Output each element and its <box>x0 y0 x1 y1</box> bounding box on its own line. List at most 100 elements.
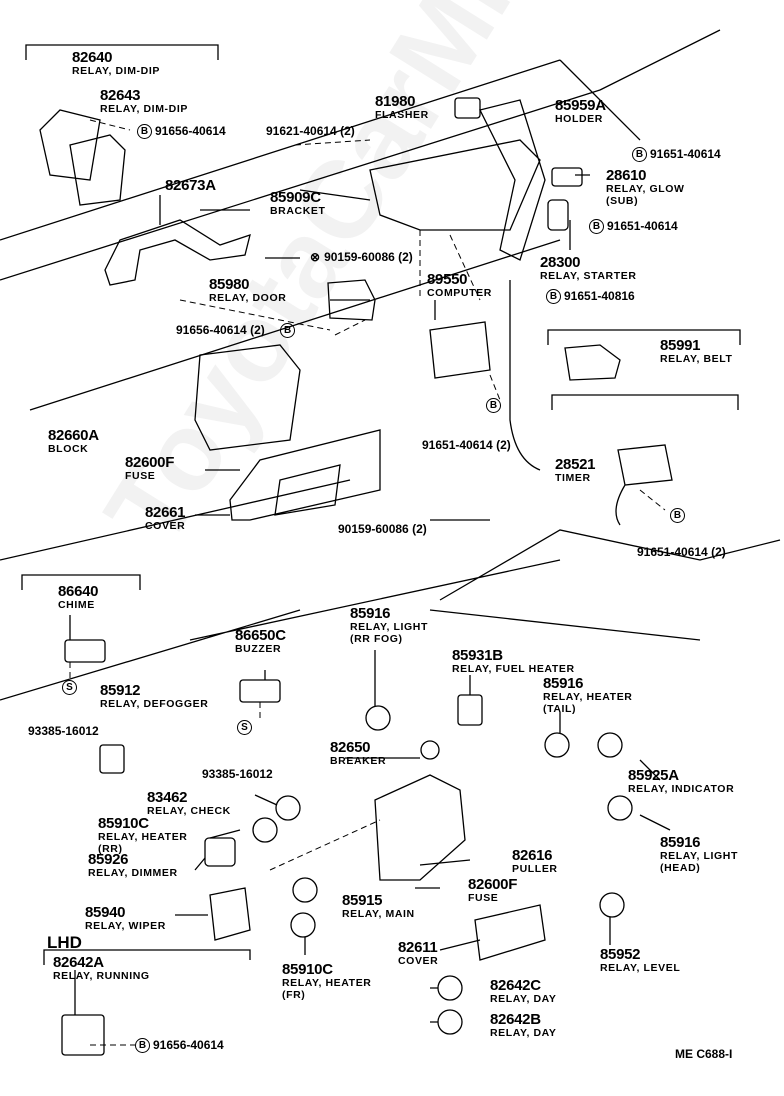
buzzer-shape <box>239 679 281 703</box>
relay-light-head-shape <box>607 795 633 821</box>
flasher-shape <box>454 97 481 119</box>
bolt-b-icon: B <box>632 147 647 163</box>
fastener-91656-40614-2[interactable]: 91656-40614 (2) B <box>176 323 298 339</box>
computer-89550-shape <box>429 321 491 379</box>
part-label-85940[interactable]: 85940 RELAY, WIPER <box>85 904 166 932</box>
relay-level-shape <box>599 892 625 918</box>
relay-day-b-shape <box>437 1009 463 1035</box>
diagram-code: ME C688-I <box>675 1047 733 1061</box>
bracket-85909C-shape <box>369 99 546 261</box>
part-label-85916-tail[interactable]: 85916 RELAY, HEATER (TAIL) <box>543 675 633 715</box>
group-bracket-85991 <box>547 329 741 345</box>
block-82660A-shape <box>194 344 301 451</box>
relay-running-shape <box>61 1014 105 1056</box>
bolt-b-icon: B <box>486 398 501 414</box>
part-label-85916-rr-fog[interactable]: 85916 RELAY, LIGHT (RR FOG) <box>350 605 428 645</box>
relay-defogger-shape <box>99 744 125 774</box>
fastener-90159-60086-top[interactable]: ⊗90159-60086 (2) <box>310 250 413 264</box>
screw-s-buzzer[interactable]: S <box>237 720 255 736</box>
part-label-85952[interactable]: 85952 RELAY, LEVEL <box>600 946 681 974</box>
bolt-b-icon: B <box>670 508 685 524</box>
bolt-b-icon: B <box>280 323 296 339</box>
cover-82661-shape <box>229 429 381 521</box>
region-label-lhd: LHD <box>47 933 82 952</box>
relay-light-fog-shape <box>365 705 391 731</box>
relay-main-shape <box>292 877 318 903</box>
part-label-82600F-lower[interactable]: 82600F FUSE <box>468 876 518 904</box>
cover-82611-shape <box>474 904 546 961</box>
screw-s-chime[interactable]: S <box>62 680 80 696</box>
bolt-b-icon: B <box>137 124 152 140</box>
part-label-86640[interactable]: 86640 CHIME <box>58 583 99 611</box>
relay-check-shape <box>275 795 301 821</box>
part-label-82643[interactable]: 82643 RELAY, DIM-DIP <box>100 87 188 115</box>
part-label-85910C-rr[interactable]: 85910C RELAY, HEATER (RR) <box>98 815 188 855</box>
group-bracket-86640 <box>21 574 141 590</box>
relay-wiper-shape <box>209 887 251 941</box>
part-label-28610[interactable]: 28610 RELAY, GLOW (SUB) <box>606 167 685 207</box>
part-label-85915[interactable]: 85915 RELAY, MAIN <box>342 892 415 920</box>
part-label-85910C-fr[interactable]: 85910C RELAY, HEATER (FR) <box>282 961 372 1001</box>
part-label-82642A[interactable]: 82642A RELAY, RUNNING <box>53 954 150 982</box>
bolt-b-icon: B <box>589 219 604 235</box>
part-label-85991[interactable]: 85991 RELAY, BELT <box>660 337 733 365</box>
part-label-82661[interactable]: 82661 COVER <box>145 504 186 532</box>
relay-heater-tail-shape <box>544 732 570 758</box>
bolt-b-computer[interactable]: B <box>448 398 504 414</box>
part-label-82600F-upper[interactable]: 82600F FUSE <box>125 454 175 482</box>
fastener-90159-60086-cover[interactable]: 90159-60086 (2) <box>338 522 427 536</box>
relay-heater-fr-shape <box>290 912 316 938</box>
group-bracket-82640 <box>25 44 219 60</box>
fastener-91621-40614[interactable]: 91621-40614 (2) <box>266 124 355 138</box>
screw-s-icon: S <box>62 680 77 696</box>
part-label-28300[interactable]: 28300 RELAY, STARTER <box>540 254 637 282</box>
part-label-82650[interactable]: 82650 BREAKER <box>330 739 387 767</box>
fastener-93385-16012-buzzer[interactable]: 93385-16012 <box>202 767 273 781</box>
bolt-b-timer[interactable]: B <box>670 508 688 524</box>
part-label-85931B[interactable]: 85931B RELAY, FUEL HEATER <box>452 647 575 675</box>
part-label-85959A[interactable]: 85959A HOLDER <box>555 97 606 125</box>
part-label-85912[interactable]: 85912 RELAY, DEFOGGER <box>100 682 209 710</box>
part-label-85926[interactable]: 85926 RELAY, DIMMER <box>88 851 178 879</box>
fastener-91651-40614-2-computer[interactable]: 91651-40614 (2) <box>422 438 511 452</box>
bolt-b-icon: B <box>546 289 561 305</box>
relay-dim-dip-shape <box>39 109 126 206</box>
relay-belt-shape <box>564 344 621 381</box>
part-label-82642B[interactable]: 82642B RELAY, DAY <box>490 1011 557 1039</box>
part-label-85925A[interactable]: 85925A RELAY, INDICATOR <box>628 767 735 795</box>
group-bracket-82642A <box>43 949 251 965</box>
group-bracket-28521 <box>551 394 739 410</box>
part-label-82642C[interactable]: 82642C RELAY, DAY <box>490 977 557 1005</box>
part-label-85980[interactable]: 85980 RELAY, DOOR <box>209 276 287 304</box>
part-label-82640[interactable]: 82640 RELAY, DIM-DIP <box>72 49 160 77</box>
part-label-83462[interactable]: 83462 RELAY, CHECK <box>147 789 231 817</box>
bracket-82673A-shape <box>104 219 251 286</box>
part-label-85909C[interactable]: 85909C BRACKET <box>270 189 326 217</box>
relay-door-shape <box>327 279 376 321</box>
part-label-89550[interactable]: 89550 COMPUTER <box>427 271 492 299</box>
relay-indicator-shape <box>597 732 623 758</box>
part-label-28521[interactable]: 28521 TIMER <box>555 456 596 484</box>
part-label-86650C[interactable]: 86650C BUZZER <box>235 627 286 655</box>
bolt-b-icon: B <box>135 1038 150 1054</box>
relay-starter-shape <box>547 199 569 231</box>
timer-28521-shape <box>615 444 673 526</box>
chime-shape <box>64 639 106 663</box>
part-label-82673A[interactable]: 82673A <box>165 177 216 194</box>
part-label-82611[interactable]: 82611 COVER <box>398 939 439 967</box>
fastener-91651-40614-2-timer[interactable]: 91651-40614 (2) <box>637 545 726 559</box>
part-label-85916-head[interactable]: 85916 RELAY, LIGHT (HEAD) <box>660 834 738 874</box>
relay-fuel-heater-shape <box>457 694 483 726</box>
relay-day-c-shape <box>437 975 463 1001</box>
part-label-81980[interactable]: 81980 FLASHER <box>375 93 429 121</box>
fastener-93385-16012-chime[interactable]: 93385-16012 <box>28 724 99 738</box>
part-label-82616[interactable]: 82616 PULLER <box>512 847 558 875</box>
part-label-82660A[interactable]: 82660A BLOCK <box>48 427 99 455</box>
fuse-block-lower-shape <box>374 774 466 881</box>
